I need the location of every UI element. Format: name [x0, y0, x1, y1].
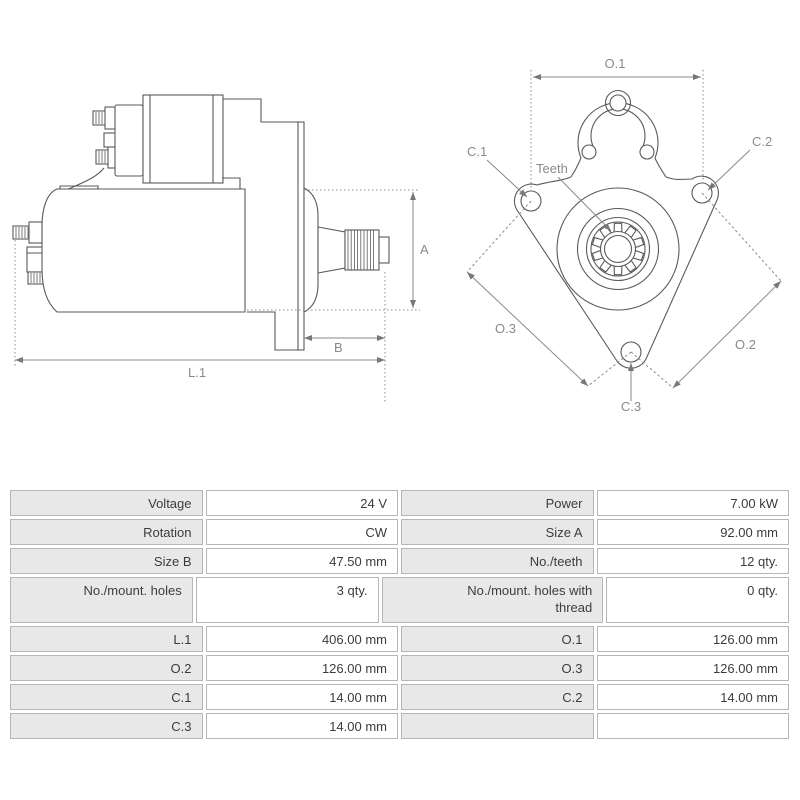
spec-label: C.1 — [10, 684, 203, 710]
spec-value: 126.00 mm — [596, 626, 789, 652]
front-view-dimensions — [466, 70, 782, 401]
starter-motor-front-view — [513, 89, 719, 369]
spec-value: 406.00 mm — [205, 626, 398, 652]
arch-left-hole — [581, 144, 597, 160]
spec-label: Size B — [10, 548, 203, 574]
spec-value: 0 qty. — [606, 577, 789, 623]
dim-label-o3: O.3 — [495, 321, 516, 336]
spec-label: No./mount. holes — [10, 577, 193, 623]
mounting-flange-plate — [297, 121, 305, 351]
pinion-gear-side — [344, 229, 390, 271]
center-boss-circles — [556, 187, 680, 311]
spec-label: O.2 — [10, 655, 203, 681]
table-row: Rotation CW Size A 92.00 mm — [10, 519, 789, 545]
solenoid — [114, 94, 241, 189]
spec-label: No./mount. holes with thread — [381, 577, 604, 623]
table-row: C.3 14.00 mm — [10, 713, 789, 739]
dim-label-o1: O.1 — [605, 56, 626, 71]
side-view-dimensions — [14, 189, 420, 402]
nose-bell — [303, 187, 319, 313]
spec-value: 24 V — [205, 490, 398, 516]
leader-teeth — [557, 176, 612, 232]
teeth-label: Teeth — [536, 161, 568, 176]
dim-label-c3: C.3 — [621, 399, 641, 414]
leader-c1 — [486, 159, 528, 198]
table-row: O.2 126.00 mm O.3 126.00 mm — [10, 655, 789, 681]
spec-label: Power — [401, 490, 594, 516]
dim-label-o2: O.2 — [735, 337, 756, 352]
pinion-bore — [603, 234, 633, 264]
spec-value — [596, 713, 789, 739]
thread-hatching — [15, 112, 109, 283]
nose-cone — [317, 226, 346, 274]
spec-label: Size A — [401, 519, 594, 545]
dim-label-c1: C.1 — [467, 144, 487, 159]
spec-value: CW — [205, 519, 398, 545]
terminal-cable — [65, 167, 105, 191]
motor-body — [41, 188, 246, 313]
table-row: Voltage 24 V Power 7.00 kW — [10, 490, 789, 516]
spec-value: 14.00 mm — [205, 684, 398, 710]
spec-value: 126.00 mm — [596, 655, 789, 681]
spec-value: 7.00 kW — [596, 490, 789, 516]
body-top-seam — [59, 185, 99, 189]
spec-value: 12 qty. — [596, 548, 789, 574]
rear-through-bolt — [12, 221, 43, 244]
dim-label-b: B — [334, 340, 343, 355]
spec-label: O.1 — [401, 626, 594, 652]
spec-label: No./teeth — [401, 548, 594, 574]
arch-top-hole — [609, 94, 627, 112]
spec-table: Voltage 24 V Power 7.00 kW Rotation CW S… — [10, 490, 789, 739]
spec-label: L.1 — [10, 626, 203, 652]
pinion-teeth — [591, 222, 645, 276]
dim-label-l1: L.1 — [188, 365, 206, 380]
spec-label — [401, 713, 594, 739]
spec-label: C.2 — [401, 684, 594, 710]
spec-value: 3 qty. — [195, 577, 379, 623]
spec-label: Voltage — [10, 490, 203, 516]
technical-drawing-canvas: A B L.1 — [12, 56, 782, 414]
spec-value: 92.00 mm — [596, 519, 789, 545]
drive-end-bracket — [223, 98, 298, 123]
table-row: Size B 47.50 mm No./teeth 12 qty. — [10, 548, 789, 574]
spec-label: C.3 — [10, 713, 203, 739]
spec-value: 14.00 mm — [596, 684, 789, 710]
spec-value: 14.00 mm — [205, 713, 398, 739]
dim-label-a: A — [420, 242, 429, 257]
spec-value: 126.00 mm — [205, 655, 398, 681]
starter-motor-side-view — [12, 94, 390, 351]
lower-lug — [247, 311, 298, 351]
spec-label: O.3 — [401, 655, 594, 681]
table-row: C.1 14.00 mm C.2 14.00 mm — [10, 684, 789, 710]
top-arch-housing — [570, 89, 667, 178]
table-row: L.1 406.00 mm O.1 126.00 mm — [10, 626, 789, 652]
spec-label: Rotation — [10, 519, 203, 545]
table-row: No./mount. holes 3 qty. No./mount. holes… — [10, 577, 789, 623]
leader-c2 — [707, 149, 751, 191]
arch-right-hole — [639, 144, 655, 160]
dim-label-c2: C.2 — [752, 134, 772, 149]
spec-value: 47.50 mm — [205, 548, 398, 574]
